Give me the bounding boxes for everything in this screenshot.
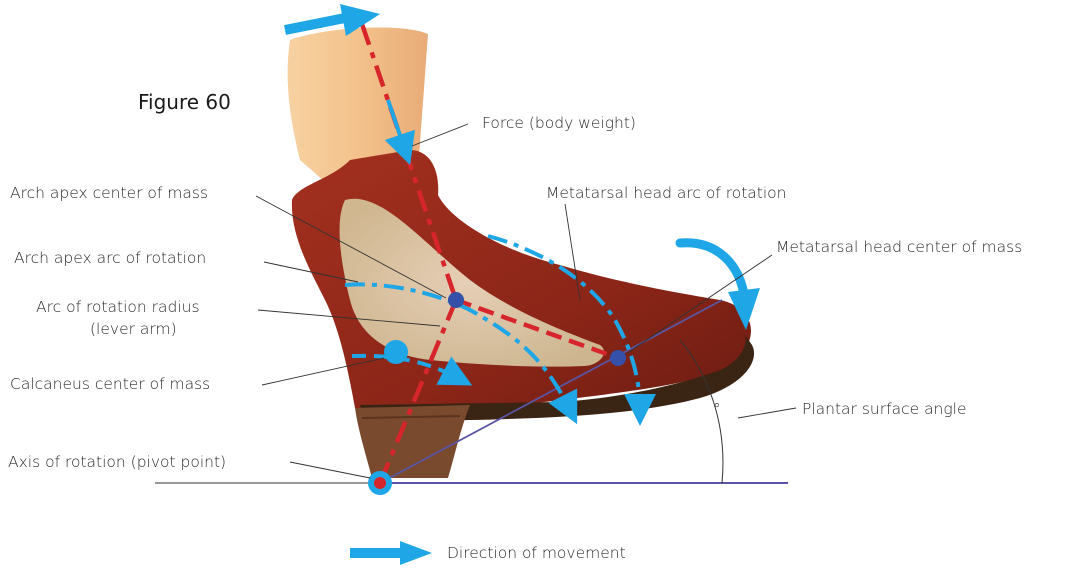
angle-symbol: ° <box>713 400 721 418</box>
radius-label: Arc of rotation radius <box>36 298 200 316</box>
legend-label: Direction of movement <box>447 544 626 562</box>
axis-label: Axis of rotation (pivot point) <box>8 453 226 471</box>
boot-illustration <box>288 27 754 478</box>
legend-arrowhead <box>400 541 432 565</box>
pivot-inner <box>374 477 386 489</box>
arch-com-label: Arch apex center of mass <box>10 184 208 202</box>
top-movement-arrow <box>285 18 345 30</box>
calcaneus-label: Calcaneus center of mass <box>10 375 210 393</box>
arch-apex-point <box>448 292 464 308</box>
arch-arc-label: Arch apex arc of rotation <box>14 249 206 267</box>
plantar-angle-leader <box>738 408 796 418</box>
metatarsal-arc-label: Metatarsal head arc of rotation <box>546 184 787 202</box>
plantar-angle-label: Plantar surface angle <box>802 400 967 418</box>
legend: Direction of movement <box>350 541 626 565</box>
metatarsal-com-label: Metatarsal head center of mass <box>776 238 1022 256</box>
metatarsal-point <box>610 350 626 366</box>
calcaneus-point <box>384 340 408 364</box>
force-label: Force (body weight) <box>482 114 636 132</box>
radius-label-2: (lever arm) <box>90 320 177 338</box>
axis-leader <box>290 462 370 478</box>
figure-title: Figure 60 <box>138 90 231 114</box>
